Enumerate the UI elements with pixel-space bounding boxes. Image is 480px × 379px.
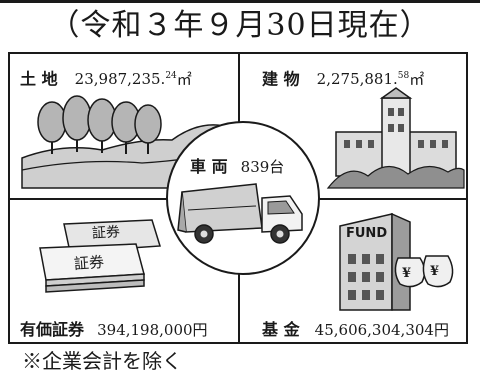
securities-illustration <box>39 219 161 293</box>
building-value-decimal: 58 <box>397 71 410 81</box>
top-rule <box>0 0 480 3</box>
fund-illustration <box>339 212 454 311</box>
building-label: 建 物 <box>262 69 300 89</box>
page-title: （令和３年９月30日現在） <box>49 8 431 43</box>
vehicle-label-row: 車 両 839台 <box>190 153 284 177</box>
land-unit: ㎡ <box>176 70 192 89</box>
land-label-row: 土 地 23,987,235.24㎡ <box>20 66 192 89</box>
land-value: 23,987,235. <box>74 70 166 89</box>
vehicle-label: 車 両 <box>190 157 228 176</box>
fund-label-row: 基 金 45,606,304,304円 <box>262 320 449 340</box>
securities-value: 394,198,000円 <box>97 321 208 339</box>
yen-bag-right-icon: ¥ <box>430 264 440 279</box>
footnote: ※企業会計を除く <box>22 349 182 373</box>
securities-card-text-front: 証券 <box>73 252 105 274</box>
building-value: 2,275,881. <box>316 70 398 89</box>
fund-sign-text: FUND <box>346 226 388 241</box>
building-unit: ㎡ <box>409 70 425 89</box>
garbage-truck-illustration <box>177 183 303 244</box>
securities-card-text-back: 証券 <box>91 224 121 242</box>
fund-value: 45,606,304,304円 <box>314 321 449 339</box>
vehicle-value: 839台 <box>240 158 285 176</box>
land-label: 土 地 <box>20 69 58 89</box>
yen-bag-left-icon: ¥ <box>402 266 412 281</box>
building-label-row: 建 物 2,275,881.58㎡ <box>262 66 424 89</box>
building-illustration <box>326 87 465 189</box>
fund-label: 基 金 <box>262 320 300 339</box>
securities-label: 有価証券 <box>20 320 85 339</box>
land-value-decimal: 24 <box>165 71 177 81</box>
securities-label-row: 有価証券 394,198,000円 <box>20 320 208 340</box>
